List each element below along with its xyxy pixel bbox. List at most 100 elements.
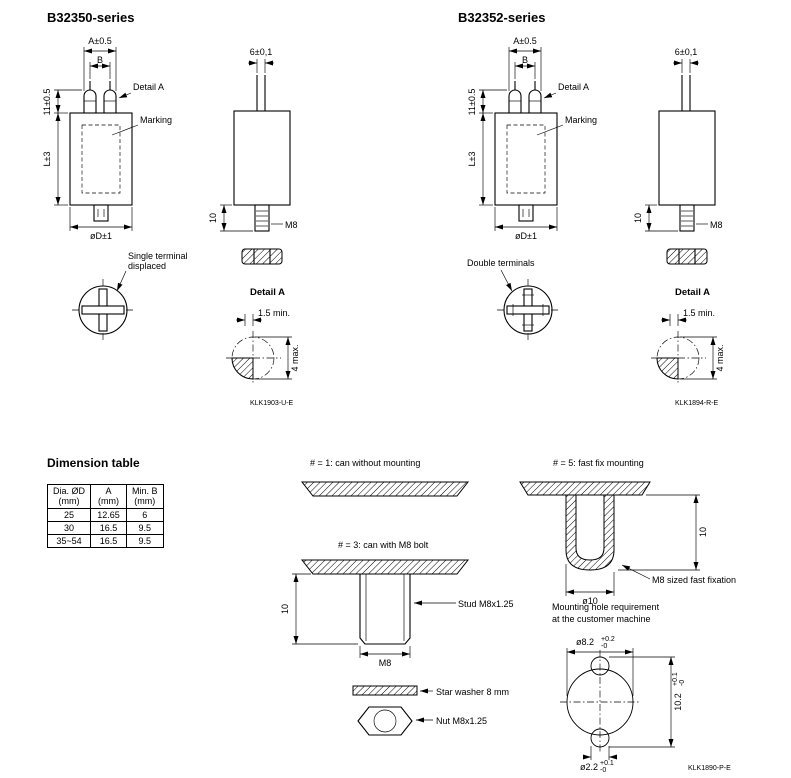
dim-a-label: A±0.5	[513, 36, 536, 46]
dim-82-label: ø8.2	[576, 637, 594, 647]
detail-a-section: Detail A 1.5 min. 4 max. KLK1903-U-E	[226, 287, 300, 407]
variant-3-label: # = 3: can with M8 bolt	[338, 540, 429, 550]
terminal-label-line1: Single terminal	[128, 251, 188, 261]
cell-min-b: 6	[126, 507, 164, 522]
b32352-drawing: A±0.5 B 11±0.5 L±3 Detail A Marking øD±1	[467, 36, 725, 407]
marking-area	[506, 124, 546, 194]
col-header-a: A (mm)	[90, 484, 128, 509]
can-body	[494, 112, 558, 206]
bottom-stud	[518, 204, 534, 222]
dim-4-label: 4 max.	[290, 344, 300, 371]
cell-diameter: 25	[46, 507, 92, 522]
stud-label: Stud M8x1.25	[458, 599, 514, 609]
terminal-post	[83, 89, 97, 114]
table-row: 35~54 16.5 9.5	[46, 533, 164, 548]
terminal-post	[103, 89, 117, 114]
dim-82-sub: -0	[601, 643, 607, 650]
detail-a-section: Detail A 1.5 min. 4 max. KLK1894-R-E	[651, 287, 725, 407]
dim-102-sub: -0	[679, 680, 686, 686]
dim-b-label: B	[97, 55, 103, 65]
star-washer-label: Star washer 8 mm	[436, 687, 509, 697]
fast-fix-clip	[565, 494, 615, 571]
terminal-label: Double terminals	[467, 258, 535, 268]
m8-label: M8	[710, 220, 723, 230]
dimension-table-title: Dimension table	[47, 456, 140, 470]
terminal-cross-section	[231, 357, 254, 380]
variant-5-label: # = 5: fast fix mounting	[553, 458, 644, 468]
table-row: 25 12.65 6	[46, 507, 164, 522]
terminal-blade-horizontal	[506, 305, 550, 315]
marking-label: Marking	[565, 115, 597, 125]
terminal-post	[508, 89, 522, 114]
dim-10-fastfix-label: 10	[698, 527, 708, 537]
bottom-stud	[93, 204, 109, 222]
detail-a-title: Detail A	[675, 287, 710, 298]
drawing-code: KLK1890-P-E	[688, 765, 731, 772]
drawing-code: KLK1894-R-E	[675, 400, 719, 407]
terminal-config-label: Double terminals	[467, 258, 535, 292]
variant-5-fast-fix: # = 5: fast fix mounting 10 ø10 M8 sized…	[519, 458, 736, 606]
threaded-stud	[254, 204, 270, 232]
b32350-drawing: A±0.5 B 11±0.5 L±3 Detail A Marking øD±1	[42, 36, 300, 407]
star-washer-drawing	[352, 685, 418, 696]
side-view: 6±0,1 10 M8	[633, 47, 723, 265]
col-header-min-b: Min. B (mm)	[126, 484, 164, 509]
cell-min-b: 9.5	[126, 533, 164, 548]
nut-front-view	[357, 706, 413, 736]
dim-22-label: ø2.2	[580, 762, 598, 772]
dim-11-label: 11±0.5	[467, 89, 477, 116]
terminal-label-line2: displaced	[128, 261, 166, 271]
dim-11-label: 11±0.5	[42, 89, 52, 116]
dim-10-label: 10	[208, 213, 218, 223]
dim-m8-label: M8	[379, 658, 392, 668]
nut: Nut M8x1.25	[357, 706, 487, 736]
m8-label: M8	[285, 220, 298, 230]
side-view: 6±0,1 10 M8	[208, 47, 298, 265]
m8-bolt	[359, 573, 411, 645]
fastfix-note-label: M8 sized fast fixation	[652, 575, 736, 585]
marking-area	[81, 124, 121, 194]
left-series-title: B32350-series	[47, 10, 135, 25]
dim-l-label: L±3	[42, 152, 52, 167]
terminal-blade-horizontal	[81, 305, 125, 315]
dim-a-label: A±0.5	[88, 36, 111, 46]
dim-22-sub: -0	[600, 767, 606, 774]
dim-102-label: 10.2	[673, 693, 683, 711]
front-view-dimensions: A±0.5 B 11±0.5 L±3 Detail A Marking øD±1	[467, 36, 597, 241]
right-series-title: B32352-series	[458, 10, 546, 25]
terminal-cross-section	[656, 357, 679, 380]
detail-a-title: Detail A	[250, 287, 285, 298]
hole-req-line2: at the customer machine	[552, 614, 651, 624]
dim-4-label: 4 max.	[715, 344, 725, 371]
threaded-stud	[679, 204, 695, 232]
can-bottom-plate	[300, 559, 470, 575]
dim-o10-label: ø10	[582, 596, 598, 606]
dimension-table: Dia. ØD (mm) A (mm) Min. B (mm) 25 12.65…	[46, 484, 164, 548]
detail-a-callout: Detail A	[133, 82, 164, 92]
front-view	[69, 81, 133, 222]
dim-10-bolt-label: 10	[280, 604, 290, 614]
variant-1-label: # = 1: can without mounting	[310, 458, 420, 468]
cell-diameter: 30	[46, 520, 92, 535]
dim-1-5-label: 1.5 min.	[683, 308, 715, 318]
cell-a: 12.65	[90, 507, 128, 522]
dim-6-label: 6±0,1	[675, 47, 697, 57]
can-body-side	[233, 110, 291, 206]
front-view	[494, 81, 558, 222]
front-view-dimensions: A±0.5 B 11±0.5 L±3 Detail A Marking øD±1	[42, 36, 172, 241]
dim-1-5-label: 1.5 min.	[258, 308, 290, 318]
mounting-variants-drawing: # = 1: can without mounting # = 5: fast …	[280, 458, 736, 774]
can-body-side	[658, 110, 716, 206]
can-body	[69, 112, 133, 206]
nut-label: Nut M8x1.25	[436, 716, 487, 726]
dim-6-label: 6±0,1	[250, 47, 272, 57]
cell-a: 16.5	[90, 533, 128, 548]
dim-d-label: øD±1	[90, 231, 112, 241]
marking-label: Marking	[140, 115, 172, 125]
dim-102-sup: +0.1	[672, 672, 679, 686]
cell-min-b: 9.5	[126, 520, 164, 535]
top-view	[497, 279, 559, 341]
variant-1-no-mounting: # = 1: can without mounting	[300, 458, 470, 497]
drawing-code: KLK1903-U-E	[250, 400, 294, 407]
